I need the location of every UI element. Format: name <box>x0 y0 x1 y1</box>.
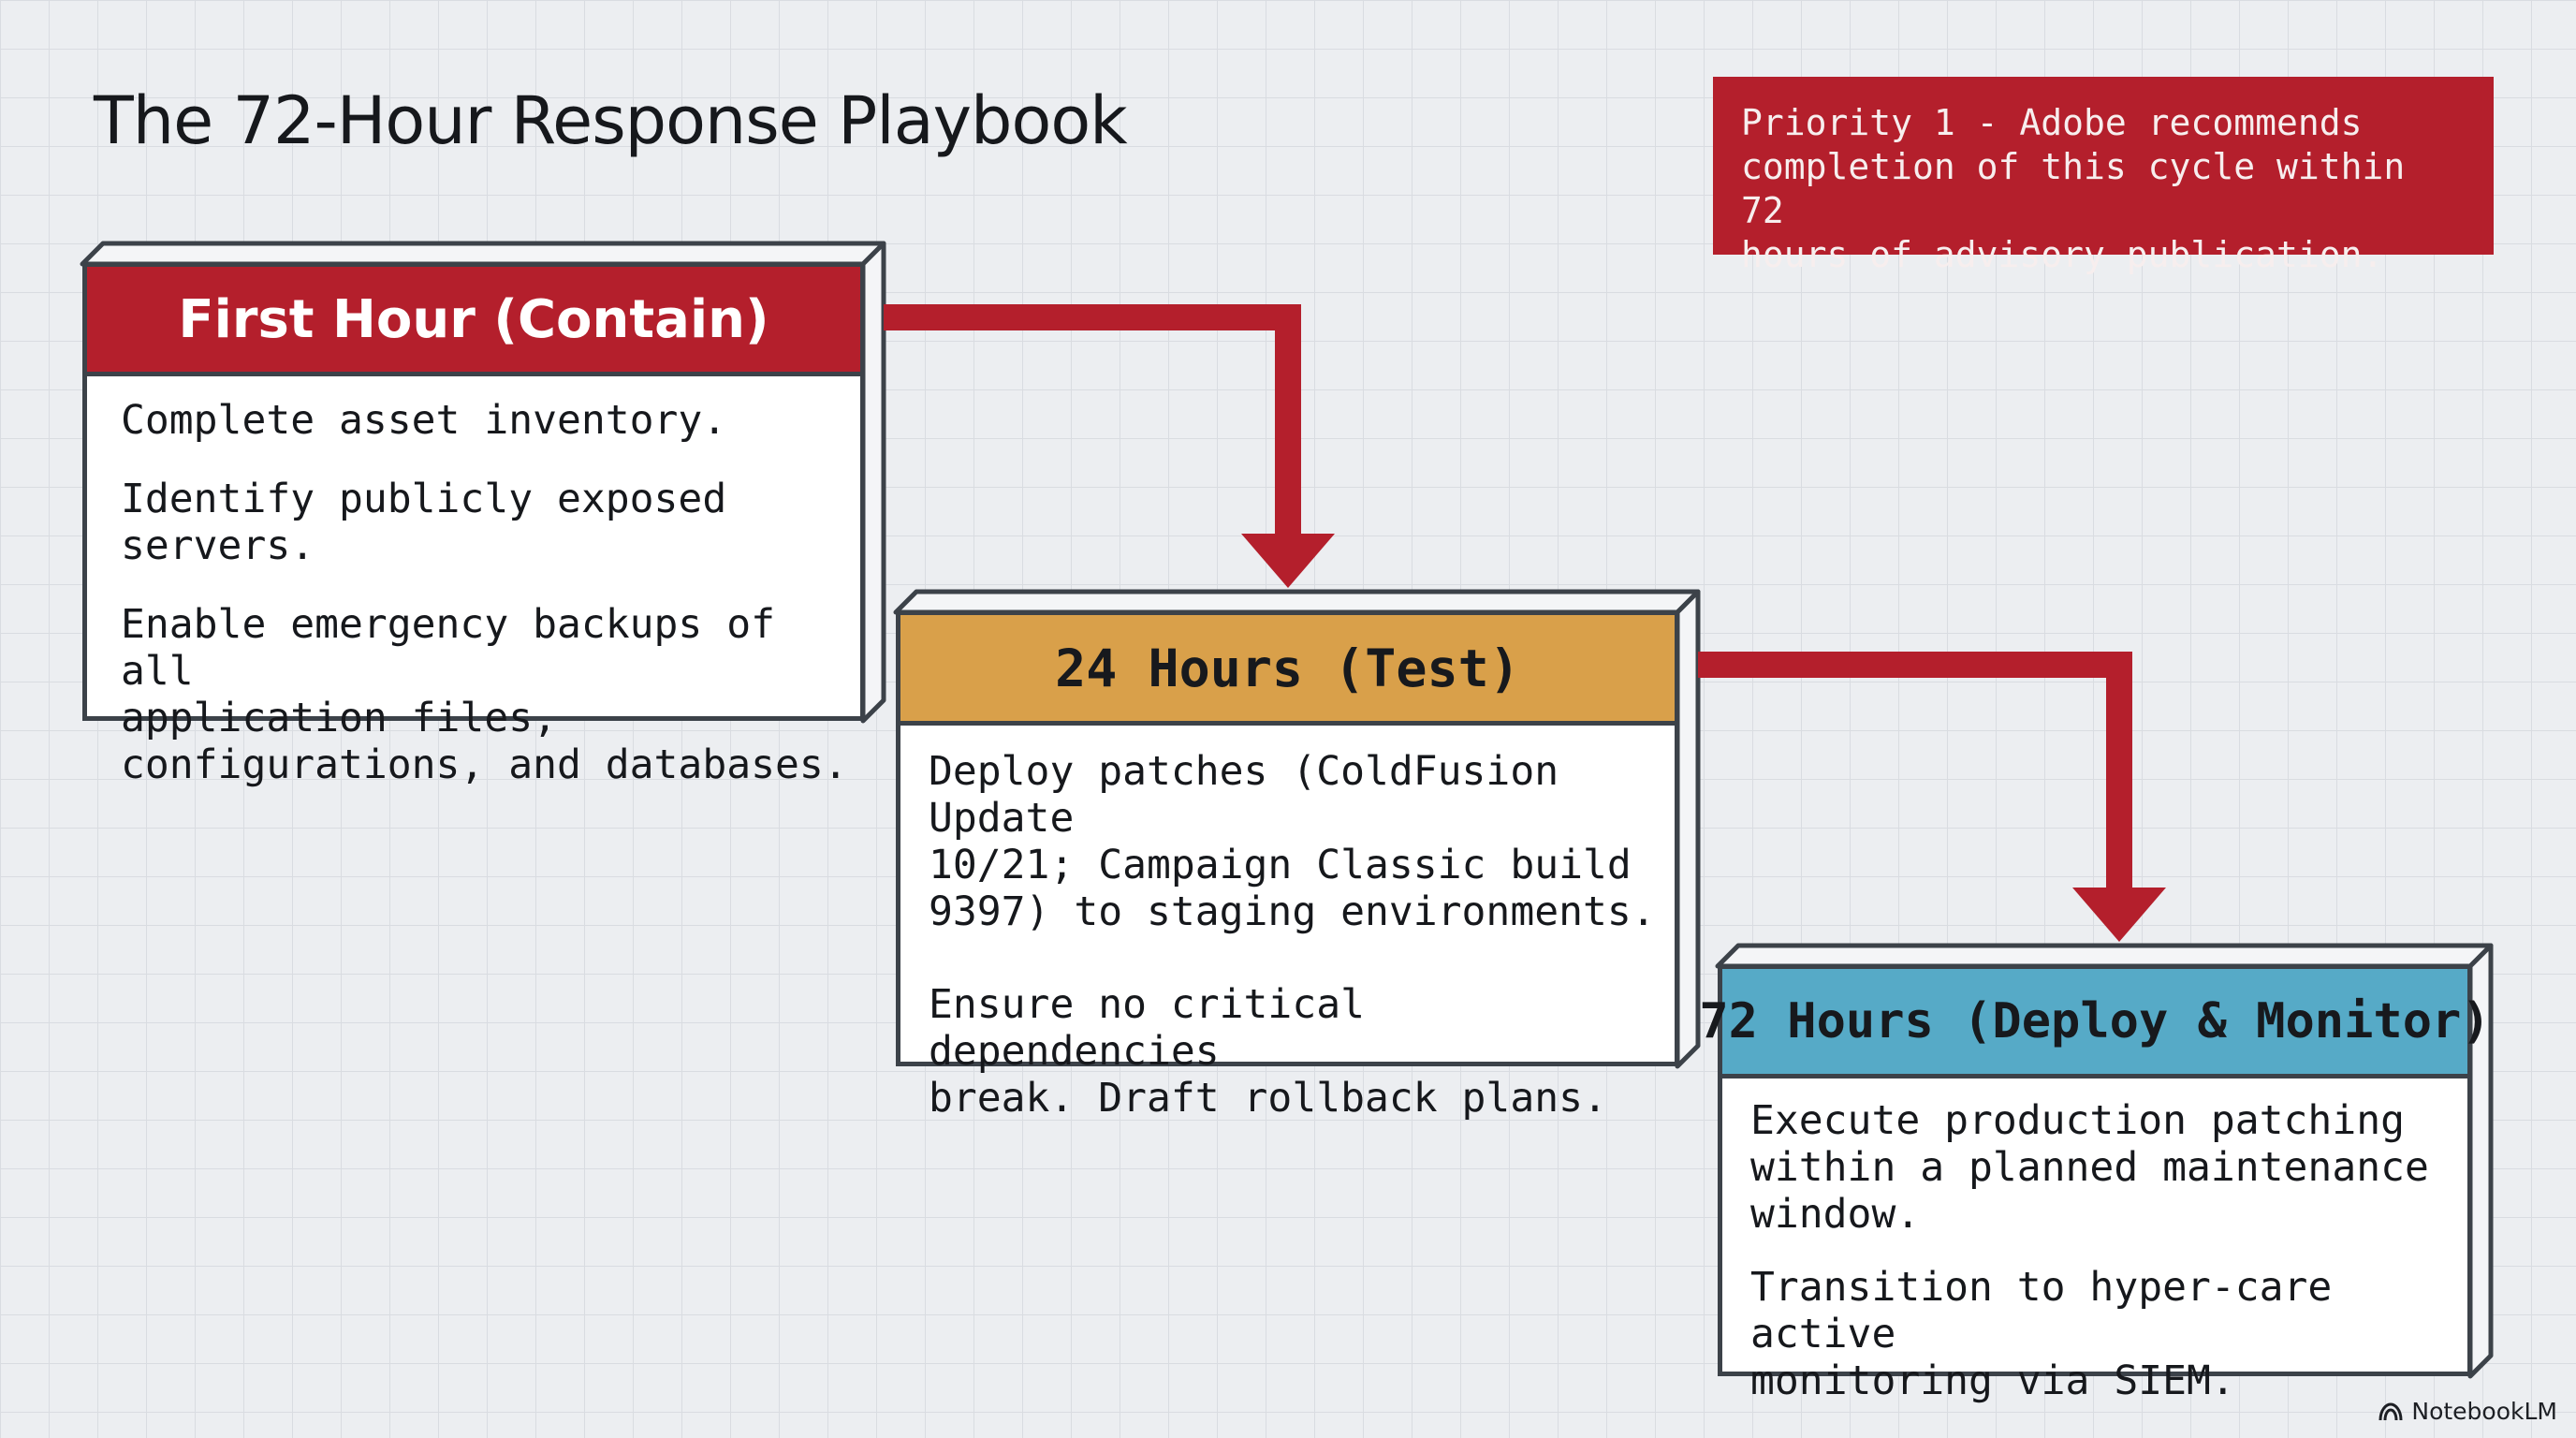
stage-item: Enable emergency backups of all applicat… <box>121 601 860 788</box>
connector-arrow-2 <box>1698 652 2166 942</box>
stage-item-line: 10/21; Campaign Classic build <box>929 842 1632 888</box>
connector-line <box>884 304 1301 536</box>
arrowhead-icon <box>1241 534 1335 588</box>
stage-item-line: Ensure no critical dependencies <box>929 981 1365 1075</box>
card-depth-side-face <box>1675 589 1701 1069</box>
stage-item-line: 9397) to staging environments. <box>929 888 1656 935</box>
stage-item-line: within a planned maintenance <box>1750 1144 2429 1191</box>
stage-item-line: Enable emergency backups of all <box>121 601 775 695</box>
stage-item-line: configurations, and databases. <box>121 741 848 788</box>
stage-header-first-hour: First Hour (Contain) <box>87 267 860 376</box>
notebooklm-watermark: NotebookLM <box>2378 1398 2557 1425</box>
stage-item-line: window. <box>1750 1191 1921 1238</box>
priority-callout-line: Priority 1 - Adobe recommends <box>1741 102 2363 143</box>
stage-item-line: Identify publicly exposed servers. <box>121 476 727 569</box>
card-depth-top-face <box>893 589 1701 615</box>
stage-card-72-hours: 72 Hours (Deploy & Monitor) Execute prod… <box>1699 964 2491 1404</box>
stage-item: Execute production patching within a pla… <box>1750 1097 2467 1238</box>
stage-item: Ensure no critical dependencies break. D… <box>929 981 1675 1122</box>
connector-line <box>1698 652 2132 889</box>
arrowhead-icon <box>2072 888 2166 942</box>
stage-header-24-hours: 24 Hours (Test) <box>900 615 1675 726</box>
stage-item-line: Execute production patching <box>1750 1097 2405 1144</box>
notebooklm-logo-icon <box>2378 1401 2403 1420</box>
stage-item: Deploy patches (ColdFusion Update 10/21;… <box>929 748 1675 935</box>
priority-callout-line: completion of this cycle within 72 <box>1741 146 2406 231</box>
priority-callout-line: hours of advisory publication. <box>1741 234 2384 275</box>
card-depth-top-face <box>80 241 886 267</box>
stage-item-line: Transition to hyper-care active <box>1750 1264 2333 1357</box>
connector-arrow-1 <box>884 304 1335 588</box>
stage-item: Identify publicly exposed servers. <box>121 476 860 569</box>
stage-body-first-hour: Complete asset inventory. Identify publi… <box>87 376 860 788</box>
stage-item-line: break. Draft rollback plans. <box>929 1075 1607 1122</box>
stage-body-72-hours: Execute production patching within a pla… <box>1722 1078 2467 1404</box>
stage-body-24-hours: Deploy patches (ColdFusion Update 10/21;… <box>900 726 1675 1122</box>
stage-card-24-hours: 24 Hours (Test) Deploy patches (ColdFusi… <box>896 610 1679 1122</box>
page-title: The 72-Hour Response Playbook <box>94 82 1128 159</box>
stage-item-line: Deploy patches (ColdFusion Update <box>929 748 1559 842</box>
stage-item: Complete asset inventory. <box>121 397 860 444</box>
watermark-label: NotebookLM <box>2411 1398 2557 1425</box>
stage-item-line: application files, <box>121 695 557 741</box>
stage-item-line: monitoring via SIEM. <box>1750 1357 2235 1404</box>
stage-item: Transition to hyper-care active monitori… <box>1750 1264 2467 1404</box>
priority-callout: Priority 1 - Adobe recommends completion… <box>1713 77 2494 275</box>
stage-item-line: Complete asset inventory. <box>121 397 727 444</box>
card-depth-top-face <box>1715 943 2494 969</box>
stage-header-72-hours: 72 Hours (Deploy & Monitor) <box>1699 969 2491 1078</box>
stage-card-first-hour: First Hour (Contain) Complete asset inve… <box>82 262 865 788</box>
card-depth-side-face <box>860 241 886 724</box>
